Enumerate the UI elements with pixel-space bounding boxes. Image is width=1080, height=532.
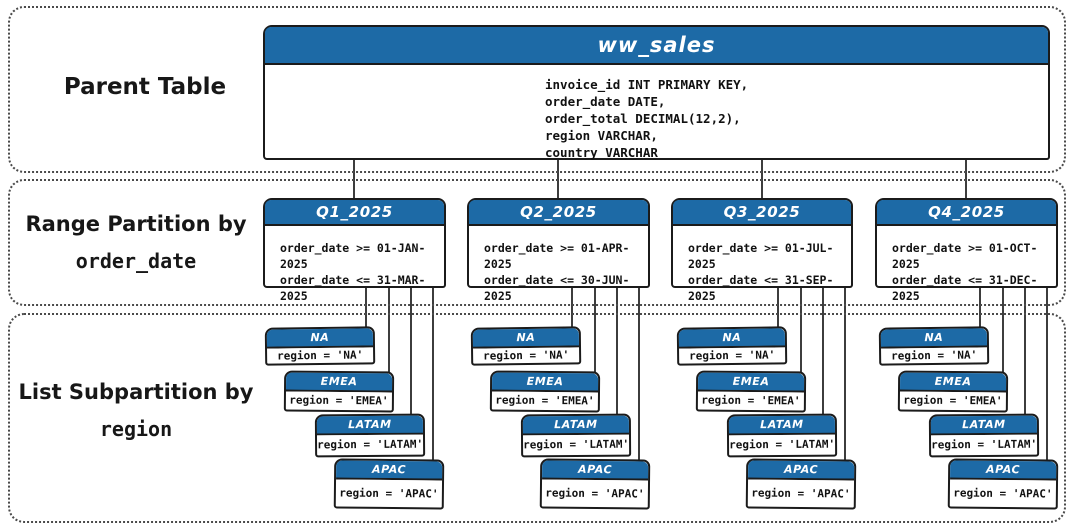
list-subpartition-label-text: List Subpartition by (18, 380, 254, 404)
subpartition-box: APAC region = 'APAC' (539, 458, 651, 510)
subpartition-box: LATAM region = 'LATAM' (520, 413, 632, 458)
parent-table-label: Parent Table (18, 74, 272, 100)
subpartition-condition: region = 'LATAM' (931, 437, 1038, 452)
subpartition-title: LATAM (962, 417, 1006, 432)
subpartition-box: LATAM region = 'LATAM' (928, 413, 1040, 458)
partition-box: Q4_2025 order_date >= 01-OCT-2025 order_d… (875, 198, 1058, 303)
subpartition-condition: region = 'APAC' (751, 485, 851, 501)
partition-title: Q2_2025 (520, 203, 597, 221)
subpartition-header: EMEA (899, 372, 1007, 393)
subpartition-title: LATAM (760, 417, 804, 432)
subpartition-title: NA (516, 330, 536, 345)
subpartition-title: EMEA (732, 374, 770, 389)
subpartition-header: EMEA (697, 372, 805, 393)
subpartition-condition: region = 'EMEA' (495, 393, 595, 408)
subpartition-box: NA region = 'NA' (878, 326, 990, 366)
subpartition-header: NA (678, 328, 786, 349)
partition-title: Q3_2025 (723, 203, 801, 221)
subpartition-title: NA (310, 330, 330, 345)
partition-header: Q3_2025 (673, 200, 851, 226)
subpartition-box: NA region = 'NA' (264, 326, 376, 366)
partition-box: Q3_2025 order_date >= 01-JUL-2025 order_d… (671, 198, 853, 303)
partition-title: Q1_2025 (316, 203, 393, 221)
partition-box: Q1_2025 order_date >= 01-JAN-2025 order_d… (263, 198, 446, 303)
subpartition-box: EMEA region = 'EMEA' (897, 370, 1009, 413)
subpartition-box: NA region = 'NA' (676, 326, 788, 366)
subpartition-condition: region = 'LATAM' (523, 437, 630, 452)
subpartition-title: APAC (371, 462, 407, 477)
subpartition-header: LATAM (728, 415, 835, 436)
subpartition-header: LATAM (930, 415, 1037, 436)
subpartition-box: APAC region = 'APAC' (745, 458, 857, 510)
subpartition-header: APAC (542, 460, 649, 481)
parent-table-box: ww_sales invoice_id INT PRIMARY KEY, ord… (263, 25, 1050, 160)
band-list-subpartition (8, 313, 1066, 523)
subpartition-condition: region = 'EMEA' (903, 393, 1003, 408)
subpartition-title: LATAM (348, 417, 392, 432)
subpartition-header: NA (880, 328, 988, 349)
band-parent-table (8, 6, 1066, 173)
subpartition-condition: region = 'NA' (276, 347, 364, 363)
subpartition-header: LATAM (316, 415, 423, 436)
partition-conditions: order_date >= 01-JUL-2025 order_date <= … (688, 241, 834, 303)
partition-header: Q4_2025 (877, 200, 1056, 226)
subpartition-box: EMEA region = 'EMEA' (489, 370, 601, 413)
subpartition-condition: region = 'NA' (890, 347, 978, 363)
subpartition-header: LATAM (522, 415, 629, 436)
subpartition-box: APAC region = 'APAC' (333, 458, 445, 510)
subpartition-title: EMEA (526, 374, 564, 389)
subpartition-header: NA (472, 328, 580, 349)
subpartition-condition: region = 'LATAM' (317, 437, 424, 452)
subpartition-condition: region = 'APAC' (953, 485, 1053, 501)
subpartition-box: NA region = 'NA' (470, 326, 582, 366)
subpartition-title: NA (722, 330, 742, 345)
subpartition-title: APAC (577, 462, 613, 477)
partition-header: Q1_2025 (265, 200, 444, 226)
subpartition-header: EMEA (285, 372, 393, 393)
subpartition-box: LATAM region = 'LATAM' (726, 413, 838, 458)
partition-header: Q2_2025 (469, 200, 648, 226)
range-partition-label: Range Partition by order_date (12, 212, 260, 273)
subpartition-condition: region = 'APAC' (339, 485, 439, 501)
parent-table-header: ww_sales (265, 27, 1048, 65)
subpartition-condition: region = 'NA' (688, 347, 776, 363)
range-partition-key: order_date (75, 249, 197, 273)
subpartition-box: EMEA region = 'EMEA' (283, 370, 395, 413)
subpartition-condition: region = 'EMEA' (701, 393, 801, 408)
subpartition-header: APAC (336, 460, 443, 481)
partition-conditions: order_date >= 01-JAN-2025 order_date <= … (280, 241, 426, 303)
subpartition-header: APAC (748, 460, 855, 481)
partition-conditions: order_date >= 01-OCT-2025 order_date <= … (892, 241, 1038, 303)
subpartition-title: APAC (783, 462, 819, 477)
subpartition-title: NA (924, 330, 944, 345)
partition-title: Q4_2025 (928, 203, 1005, 221)
range-partition-label-text: Range Partition by (25, 212, 247, 236)
subpartition-condition: region = 'LATAM' (729, 437, 836, 452)
subpartition-header: EMEA (491, 372, 599, 393)
partition-conditions: order_date >= 01-APR-2025 order_date <= … (484, 241, 630, 303)
subpartition-title: APAC (985, 462, 1021, 477)
subpartition-condition: region = 'APAC' (545, 485, 645, 501)
subpartition-box: EMEA region = 'EMEA' (695, 370, 807, 413)
subpartition-box: APAC region = 'APAC' (947, 458, 1059, 510)
partition-box: Q2_2025 order_date >= 01-APR-2025 order_d… (467, 198, 650, 303)
subpartition-condition: region = 'EMEA' (289, 393, 389, 408)
list-subpartition-key: region (99, 417, 173, 441)
subpartition-box: LATAM region = 'LATAM' (314, 413, 426, 458)
subpartition-header: NA (266, 328, 374, 349)
subpartition-condition: region = 'NA' (482, 347, 570, 363)
parent-table-title: ww_sales (597, 33, 716, 57)
parent-table-columns: invoice_id INT PRIMARY KEY, order_date D… (545, 77, 749, 160)
subpartition-header: APAC (950, 460, 1057, 481)
band-range-partition (8, 179, 1066, 306)
subpartition-title: LATAM (554, 417, 598, 432)
parent-table-label-text: Parent Table (63, 74, 227, 100)
subpartition-title: EMEA (320, 374, 358, 389)
list-subpartition-label: List Subpartition by region (12, 380, 260, 441)
subpartition-title: EMEA (934, 374, 972, 389)
